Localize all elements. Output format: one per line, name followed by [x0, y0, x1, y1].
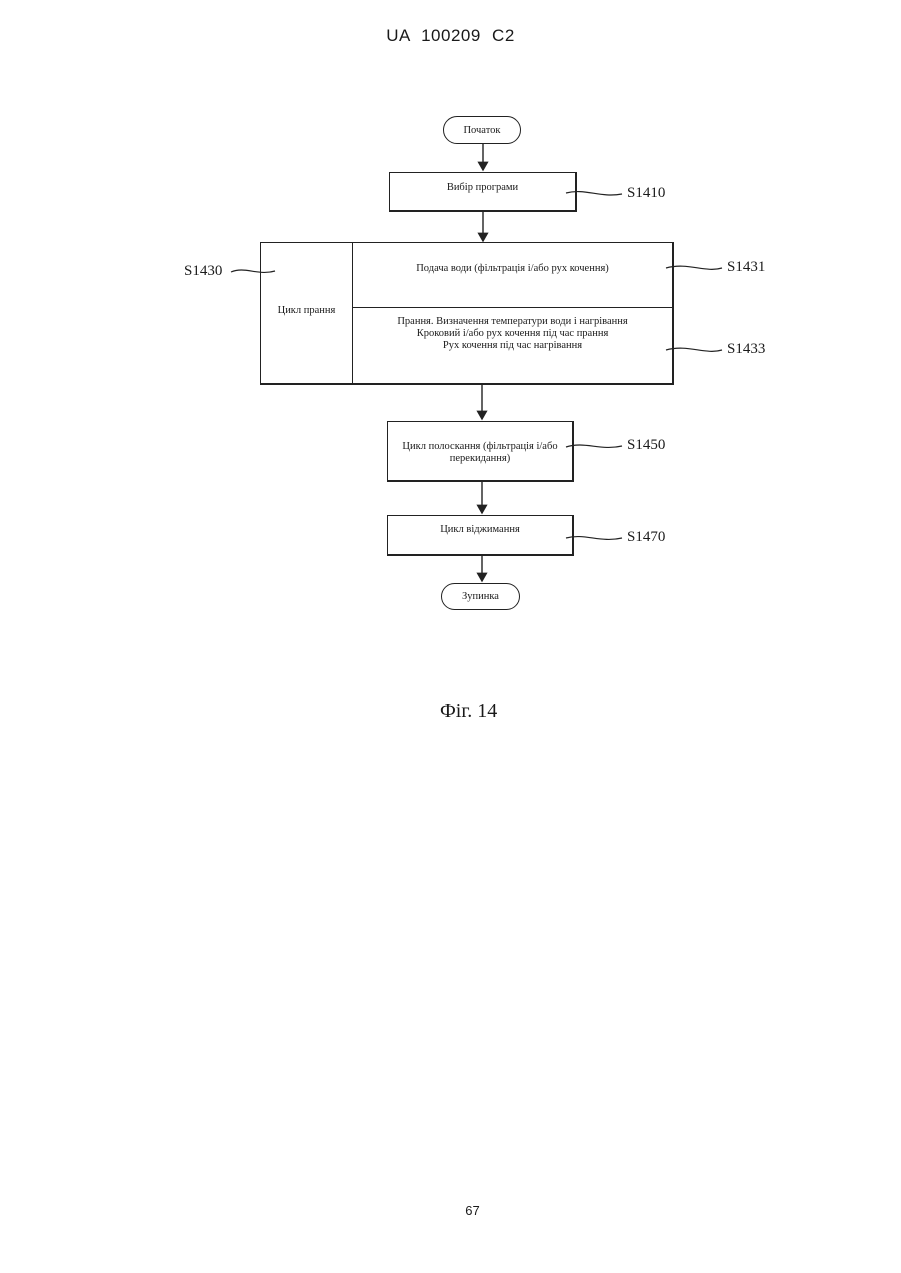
stop-label: Зупинка [462, 591, 499, 602]
washing-step-line1: Прання. Визначення температури води і на… [397, 316, 627, 328]
step-s1450-line2: перекидання) [388, 453, 572, 465]
label-s1410: S1410 [627, 185, 665, 202]
label-s1470: S1470 [627, 529, 665, 546]
label-s1433: S1433 [727, 341, 765, 358]
step-s1450-box: Цикл полоскання (фільтрація і/або переки… [387, 421, 574, 482]
start-terminal: Початок [443, 116, 521, 144]
step-s1410-box: Вибір програми [389, 172, 577, 212]
wash-cycle-title: Цикл прання [261, 243, 352, 383]
water-feed-cell: Подача води (фільтрація і/або рух коченн… [353, 243, 672, 307]
washing-step-cell: Прання. Визначення температури води і на… [353, 308, 672, 383]
step-s1410-text: Вибір програми [447, 182, 518, 194]
leader-s1450 [566, 445, 622, 447]
step-s1450-line1: Цикл полоскання (фільтрація і/або [388, 441, 572, 453]
label-s1431: S1431 [727, 259, 765, 276]
wash-cycle-box: Цикл прання Подача води (фільтрація і/аб… [260, 242, 674, 385]
stop-terminal: Зупинка [441, 583, 520, 610]
leader-s1470 [566, 537, 622, 540]
figure-caption: Фіг. 14 [440, 700, 497, 723]
leader-s1433 [666, 348, 722, 351]
step-s1470-box: Цикл віджимання [387, 515, 574, 556]
label-s1450: S1450 [627, 437, 665, 454]
wash-cycle-title-text: Цикл прання [278, 305, 336, 317]
water-feed-text: Подача води (фільтрація і/або рух коченн… [416, 263, 609, 275]
label-s1430: S1430 [184, 263, 222, 280]
washing-step-line3: Рух кочення під час нагрівання [443, 340, 582, 352]
leader-s1431 [666, 266, 722, 269]
washing-step-line2: Кроковий і/або рух кочення під час пранн… [417, 328, 609, 340]
start-label: Початок [463, 125, 500, 136]
step-s1470-text: Цикл віджимання [440, 524, 520, 536]
page-number: 67 [0, 1203, 901, 1218]
